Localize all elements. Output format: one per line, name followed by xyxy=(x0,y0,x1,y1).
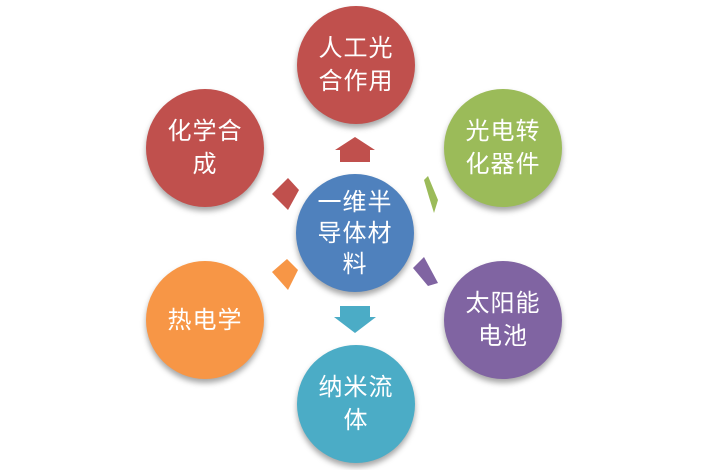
center-label: 一维半导体材料 xyxy=(317,187,393,278)
node-thermoelectric: 热电学 xyxy=(146,261,264,379)
node-optoelectronic: 光电转化器件 xyxy=(444,89,562,207)
arrow-upper-left xyxy=(272,178,299,210)
node-label: 化学合成 xyxy=(167,117,243,178)
arrow-up xyxy=(335,137,375,162)
node-photosynthesis: 人工光合作用 xyxy=(297,6,415,124)
node-solar: 太阳能电池 xyxy=(444,261,562,379)
arrow-upper-right xyxy=(424,176,438,213)
node-label: 光电转化器件 xyxy=(465,117,541,178)
node-chemical: 化学合成 xyxy=(146,89,264,207)
arrow-lower-left xyxy=(272,259,298,290)
node-label: 人工光合作用 xyxy=(318,34,394,95)
node-label: 纳米流体 xyxy=(318,373,394,434)
arrow-down xyxy=(334,306,376,333)
node-label: 热电学 xyxy=(167,305,243,334)
node-nanofluid: 纳米流体 xyxy=(297,345,415,463)
node-label: 太阳能电池 xyxy=(465,289,541,350)
arrow-lower-right xyxy=(413,257,438,286)
center-node: 一维半导体材料 xyxy=(296,174,414,292)
